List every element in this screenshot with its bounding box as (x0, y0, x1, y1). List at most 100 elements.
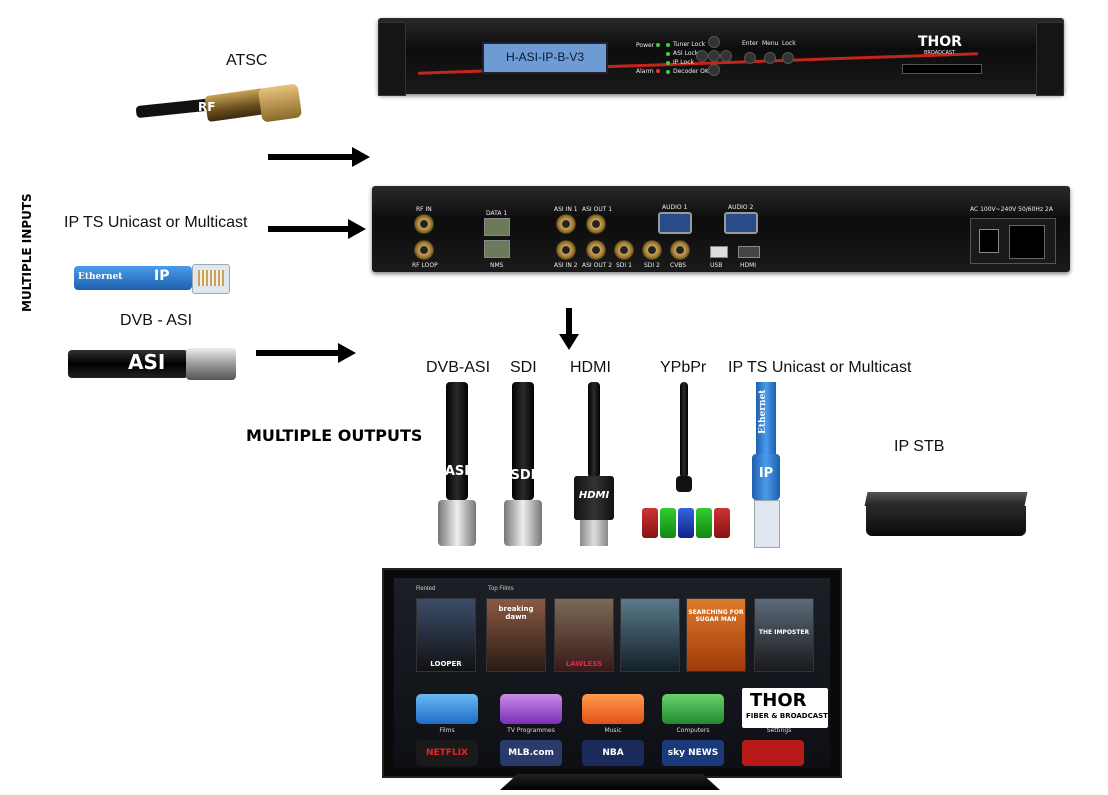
ip-out-tag: IP (758, 466, 774, 481)
asi-output-cable-icon: ASI (445, 382, 469, 500)
power-led (656, 43, 660, 47)
dpad-up-button[interactable] (708, 36, 720, 48)
cvbs-port (670, 240, 690, 260)
rented-label: Rented (416, 586, 436, 592)
dpad-right-button[interactable] (720, 50, 732, 62)
television: Rented Top Films LOOPER breaking dawn LA… (382, 568, 842, 778)
ip-stb-device (864, 492, 1028, 538)
sdi2-port (642, 240, 662, 260)
asi-out2-port (586, 240, 606, 260)
status-tuner-lock: Tuner Lock (673, 41, 706, 48)
dpad-down-button[interactable] (708, 64, 720, 76)
ip-ts-input-label: IP TS Unicast or Multicast (64, 214, 248, 231)
tile-mlb[interactable]: MLB.com (500, 740, 562, 766)
output-ip-ts-label: IP TS Unicast or Multicast (728, 359, 912, 376)
top-films-label: Top Films (488, 586, 514, 592)
iec-socket (1009, 225, 1045, 259)
app-tv-programmes-label: TV Programmes (507, 727, 555, 734)
tv-stand (500, 774, 720, 790)
arrow-down-to-outputs (559, 308, 579, 350)
rf-cable-icon: RF (135, 83, 306, 136)
ethernet-out-tag: Ethernet (758, 389, 768, 434)
rf-tag: RF (198, 100, 216, 114)
app-settings-label: Settings (766, 727, 792, 734)
asi-input-cable-icon: ASI (68, 344, 240, 384)
poster-looper[interactable]: LOOPER (416, 598, 476, 672)
poster-film-4[interactable] (620, 598, 680, 672)
output-ypbpr-label: YPbPr (660, 359, 707, 376)
app-films[interactable] (416, 694, 478, 724)
multiple-inputs-label: MULTIPLE INPUTS (20, 193, 34, 312)
arrow-ip-ts (268, 219, 366, 239)
rf-loop-label: RF LOOP (412, 262, 438, 269)
status-decoder-ok: Decoder OK (673, 68, 709, 75)
alarm-label: Alarm (636, 68, 654, 75)
sdi1-port (614, 240, 634, 260)
ip-tag: IP (154, 268, 170, 284)
asi-in2-port (556, 240, 576, 260)
device-rear-panel: RF IN RF LOOP DATA 1 NMS ASI IN 1 ASI OU… (372, 186, 1070, 272)
tile-netflix[interactable]: NETFLIX (416, 740, 478, 766)
data1-port (484, 218, 510, 236)
thor-tv-logo: THOR (750, 690, 807, 711)
app-computers-label: Computers (676, 727, 710, 734)
atsc-label: ATSC (226, 52, 268, 69)
ip-stb-label: IP STB (894, 438, 945, 455)
ethernet-cable-icon: Ethernet IP (74, 262, 232, 296)
poster-lawless[interactable]: LAWLESS (554, 598, 614, 672)
asi-tag: ASI (128, 350, 166, 374)
audio2-label: AUDIO 2 (728, 204, 754, 211)
alarm-led (656, 69, 660, 73)
audio1-port (658, 212, 692, 234)
menu-button[interactable] (764, 52, 776, 64)
ethernet-output-cable-icon: Ethernet IP (752, 382, 780, 548)
thor-brand-sub: BROADCAST (924, 50, 956, 56)
nms-port (484, 240, 510, 258)
usb-port (710, 246, 728, 258)
arrow-dvb-asi (256, 343, 356, 363)
app-tv-programmes[interactable] (500, 694, 562, 724)
tile-nba[interactable]: NBA (582, 740, 644, 766)
app-settings-thor-logo[interactable]: THOR FIBER & BROADCAST (742, 688, 828, 728)
rf-loop-port (414, 240, 434, 260)
tile-red-app[interactable] (742, 740, 804, 766)
thor-tv-logo-sub: FIBER & BROADCAST (746, 712, 828, 720)
hdmi-output-cable-icon (588, 382, 600, 478)
sdi2-label: SDI 2 (644, 262, 660, 269)
sdi1-label: SDI 1 (616, 262, 632, 269)
app-computers[interactable] (662, 694, 724, 724)
dpad-left-button[interactable] (696, 50, 708, 62)
app-films-label: Films (439, 727, 455, 734)
app-music[interactable] (582, 694, 644, 724)
status-asi-lock: ASI Lock (673, 50, 699, 57)
asi-in1-label: ASI IN 1 (554, 206, 578, 213)
poster-searching-for-sugar-man[interactable]: SEARCHING FOR SUGAR MAN (686, 598, 746, 672)
enter-label: Enter (742, 40, 759, 47)
cvbs-label: CVBS (670, 262, 687, 269)
dvb-asi-input-label: DVB - ASI (120, 312, 193, 329)
asi-out-tag: ASI (444, 464, 470, 479)
power-inlet (970, 218, 1056, 264)
menu-label: Menu (762, 40, 779, 47)
poster-the-imposter[interactable]: THE IMPOSTER (754, 598, 814, 672)
audio1-label: AUDIO 1 (662, 204, 688, 211)
enter-button[interactable] (744, 52, 756, 64)
device-front-panel: H-ASI-IP-B-V3 Power Alarm Tuner Lock ASI… (378, 18, 1064, 96)
poster-breaking-dawn[interactable]: breaking dawn (486, 598, 546, 672)
asi-in1-port (556, 214, 576, 234)
hdmi-label: HDMI (740, 262, 757, 269)
app-music-label: Music (604, 727, 622, 734)
nms-label: NMS (490, 262, 504, 269)
tv-screen: Rented Top Films LOOPER breaking dawn LA… (394, 578, 830, 768)
dpad-center-button[interactable] (708, 50, 720, 62)
arrow-atsc (268, 147, 370, 167)
sdi-out-tag: SDI (510, 468, 536, 483)
lock-button[interactable] (782, 52, 794, 64)
sdi-output-cable-icon: SDI (511, 382, 536, 500)
card-slot (902, 64, 982, 74)
device-lcd-display: H-ASI-IP-B-V3 (482, 42, 608, 74)
hdmi-out-tag: HDMI (578, 490, 610, 501)
power-switch[interactable] (979, 229, 999, 253)
tile-sky-news[interactable]: sky NEWS (662, 740, 724, 766)
data1-label: DATA 1 (486, 210, 508, 217)
